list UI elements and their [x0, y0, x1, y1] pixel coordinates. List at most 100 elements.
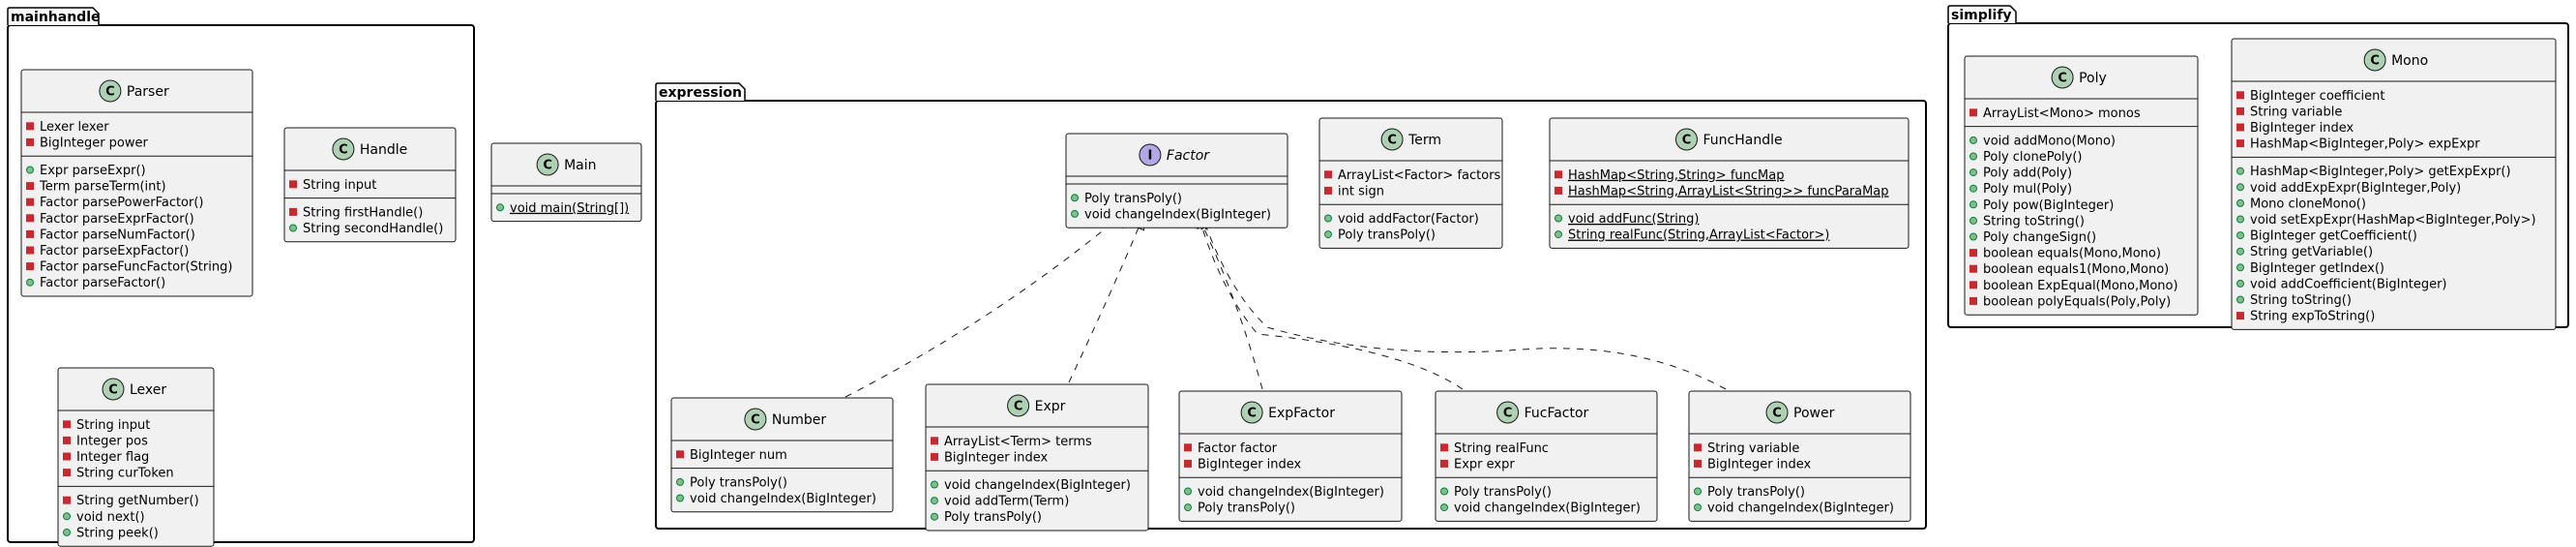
private-icon — [63, 469, 71, 477]
class-method: void changeIndex(BigInteger) — [1198, 485, 1384, 500]
class-method: Poly mul(Poly) — [1983, 182, 2072, 197]
class-method: Factor parseExpFactor() — [40, 244, 189, 258]
class-icon — [2051, 66, 2074, 89]
public-icon — [1969, 152, 1977, 161]
class-method: Poly transPoly() — [1454, 485, 1552, 500]
private-icon — [26, 246, 34, 255]
badge-letter: C — [1682, 134, 1692, 148]
class-name: Poly — [2079, 71, 2107, 86]
private-icon — [1554, 186, 1562, 195]
badge-letter: C — [1503, 407, 1513, 421]
public-icon — [63, 528, 71, 536]
class-field: HashMap<String,String> funcMap — [1568, 168, 1784, 183]
public-icon — [1071, 194, 1079, 202]
class-method: Poly transPoly() — [1338, 228, 1436, 243]
class-icon — [99, 79, 122, 103]
class-name: Power — [1793, 406, 1835, 421]
class-name: Term — [1407, 133, 1441, 148]
private-icon — [1969, 108, 1977, 117]
class-box — [490, 142, 642, 223]
class-field: BigInteger index — [1707, 457, 1812, 471]
class-name: FuncHandle — [1703, 133, 1783, 148]
class-method: void addCoefficient(BigInteger) — [2250, 277, 2447, 291]
class-icon — [2363, 48, 2386, 72]
private-icon — [1554, 170, 1562, 179]
class-field: Lexer lexer — [40, 120, 109, 135]
public-icon — [2236, 279, 2244, 288]
badge-letter: C — [1772, 407, 1782, 421]
public-icon — [1694, 503, 1702, 512]
public-icon — [289, 224, 297, 232]
public-icon — [1554, 214, 1562, 223]
public-icon — [676, 494, 684, 502]
class-field: BigInteger power — [40, 136, 149, 150]
class-method: Poly transPoly() — [1084, 192, 1182, 206]
class-name: Number — [772, 412, 826, 428]
public-icon — [26, 278, 34, 287]
class-field: String curToken — [76, 467, 174, 481]
private-icon — [63, 436, 71, 444]
class-name: Mono — [2391, 53, 2428, 69]
private-icon — [26, 182, 34, 191]
private-icon — [26, 137, 34, 146]
class-method: void changeIndex(BigInteger) — [690, 492, 876, 506]
public-icon — [1440, 487, 1448, 496]
private-icon — [289, 207, 297, 216]
class-field: BigInteger index — [944, 450, 1049, 465]
class-box — [670, 397, 894, 513]
private-icon — [26, 214, 34, 223]
class-icon — [536, 153, 559, 176]
private-icon — [63, 496, 71, 504]
class-method: void changeIndex(BigInteger) — [944, 478, 1131, 493]
private-icon — [1440, 459, 1448, 468]
class-box — [20, 69, 253, 297]
public-icon — [2236, 295, 2244, 304]
badge-letter: C — [1247, 407, 1257, 421]
class-name: Main — [564, 158, 596, 173]
class-method: Factor parseFactor() — [40, 276, 165, 290]
class-icon — [102, 378, 125, 401]
public-icon — [1184, 503, 1192, 512]
private-icon — [1440, 443, 1448, 452]
class-method: String expToString() — [2250, 310, 2375, 324]
class-name: ExpFactor — [1268, 406, 1335, 421]
realization-line — [1199, 218, 1464, 390]
public-icon — [931, 480, 938, 489]
class-field: int sign — [1338, 184, 1384, 198]
class-field: ArrayList<Term> terms — [944, 435, 1092, 449]
class-method: void addMono(Mono) — [1983, 134, 2116, 148]
class-method: String toString() — [2250, 293, 2352, 308]
class-method: Term parseTerm(int) — [39, 180, 166, 195]
public-icon — [1324, 230, 1332, 239]
package-tab — [655, 82, 746, 101]
badge-letter: C — [2370, 54, 2380, 69]
class-method: void addTerm(Term) — [944, 495, 1069, 509]
public-icon — [63, 512, 71, 521]
class-method: void main(String[]) — [510, 201, 629, 216]
class-field: ArrayList<Mono> monos — [1983, 106, 2141, 121]
private-icon — [1324, 186, 1332, 195]
class-method: BigInteger getIndex() — [2250, 261, 2384, 276]
package-name: simplify — [1951, 8, 2012, 23]
badge-letter: C — [339, 143, 348, 158]
class-method: void addExpExpr(BigInteger,Poly) — [2250, 181, 2461, 196]
private-icon — [1969, 264, 1977, 273]
class-field: ArrayList<Factor> factors — [1338, 168, 1501, 183]
private-icon — [1969, 249, 1977, 258]
class-method: HashMap<BigInteger,Poly> getExpExpr() — [2250, 165, 2511, 179]
